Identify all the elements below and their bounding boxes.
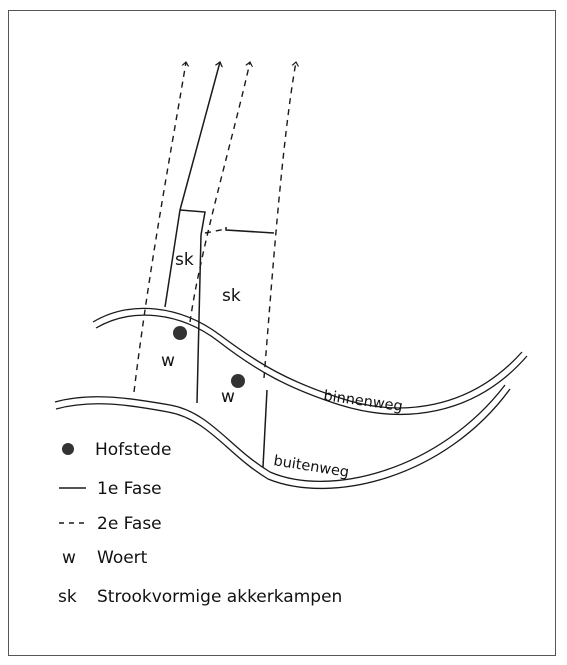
phase-2-lines [133, 62, 296, 393]
legend-woert-label: Woert [97, 548, 148, 568]
label-sk-right: sk [222, 286, 241, 306]
binnenweg-road [92, 307, 528, 415]
figure-frame [8, 10, 556, 656]
label-sk-left: sk [175, 250, 194, 270]
legend-phase2-label: 2e Fase [97, 514, 162, 534]
legend-hofstede-label: Hofstede [95, 440, 171, 460]
legend-dot-icon [62, 443, 74, 455]
legend-w-symbol: w [62, 548, 76, 568]
legend-phase1-label: 1e Fase [97, 479, 162, 499]
hofstede-dot-left [173, 326, 187, 340]
legend-sk-label: Strookvormige akkerkampen [97, 587, 342, 607]
hofstede-dot-right [231, 374, 245, 388]
label-w-right: w [221, 387, 235, 407]
legend-sk-symbol: sk [58, 587, 77, 607]
legend: Hofstede 1e Fase 2e Fase w Woert sk Stro… [58, 440, 342, 607]
label-w-left: w [161, 351, 175, 371]
buitenweg-road [54, 384, 511, 490]
